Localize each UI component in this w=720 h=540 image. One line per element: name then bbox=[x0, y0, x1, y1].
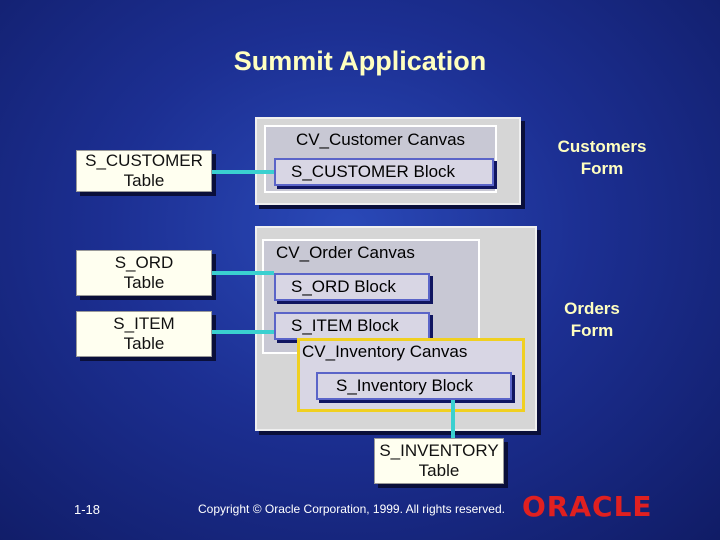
ord-block-label: S_ORD Block bbox=[291, 277, 396, 296]
order-canvas-label: CV_Order Canvas bbox=[276, 243, 415, 262]
customers-form-label-line2: Form bbox=[580, 159, 624, 178]
slide-title: Summit Application bbox=[233, 46, 487, 76]
s-customer-table[interactable]: S_CUSTOMER Table bbox=[76, 150, 212, 192]
item-block[interactable]: S_ITEM Block bbox=[274, 312, 430, 340]
customers-form-label: Customers Form bbox=[532, 136, 672, 180]
copyright-text: Copyright © Oracle Corporation, 1999. Al… bbox=[198, 502, 505, 516]
s-inventory-table-label: Table bbox=[418, 461, 460, 480]
s-ord-table-label: Table bbox=[123, 273, 165, 292]
customer-block[interactable]: S_CUSTOMER Block bbox=[274, 158, 494, 186]
s-ord-table-name: S_ORD bbox=[114, 253, 174, 272]
s-customer-table-label: Table bbox=[123, 171, 165, 190]
inventory-canvas-label: CV_Inventory Canvas bbox=[302, 342, 468, 361]
customers-form-label-line1: Customers bbox=[557, 137, 647, 156]
inventory-block-label: S_Inventory Block bbox=[336, 376, 474, 395]
page-number: 1-18 bbox=[74, 502, 101, 517]
s-item-table-label: Table bbox=[123, 334, 165, 353]
connector-item bbox=[212, 330, 274, 334]
s-inventory-table-name: S_INVENTORY bbox=[379, 441, 499, 460]
s-item-table[interactable]: S_ITEM Table bbox=[76, 311, 212, 357]
s-item-table-name: S_ITEM bbox=[113, 314, 175, 333]
s-ord-table[interactable]: S_ORD Table bbox=[76, 250, 212, 296]
s-customer-table-name: S_CUSTOMER bbox=[85, 151, 203, 170]
connector-inventory bbox=[451, 400, 455, 438]
connector-customer bbox=[212, 170, 274, 174]
customer-block-label: S_CUSTOMER Block bbox=[291, 162, 456, 181]
s-inventory-table[interactable]: S_INVENTORY Table bbox=[374, 438, 504, 484]
ord-block[interactable]: S_ORD Block bbox=[274, 273, 430, 301]
orders-form-label-line1: Orders bbox=[564, 299, 620, 318]
orders-form-label-line2: Form bbox=[570, 321, 614, 340]
orders-form-label: Orders Form bbox=[522, 298, 662, 342]
customer-canvas-label: CV_Customer Canvas bbox=[295, 130, 466, 149]
item-block-label: S_ITEM Block bbox=[291, 316, 399, 335]
connector-ord bbox=[212, 271, 274, 275]
oracle-logo: ORACLE bbox=[522, 490, 653, 523]
inventory-block[interactable]: S_Inventory Block bbox=[316, 372, 512, 400]
